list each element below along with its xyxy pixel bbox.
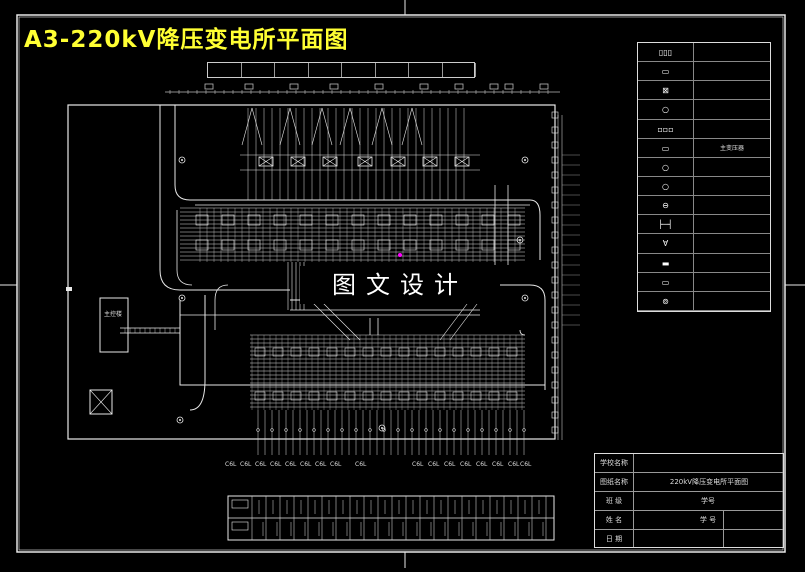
legend-symbol-icon: ⊠: [638, 81, 694, 100]
legend-label: 主变压器: [719, 144, 744, 152]
legend-row: ▯▯▯: [638, 43, 770, 63]
feeder-label: C6L: [508, 461, 520, 468]
legend-label: [696, 62, 768, 80]
name-label: 姓 名: [605, 516, 623, 524]
bay-label: [309, 63, 342, 77]
legend-symbol-icon: ⊖: [638, 196, 694, 215]
control-building-label: 主控楼: [104, 311, 123, 318]
id-label: 学号: [701, 497, 715, 505]
feeder-label: C6L: [412, 461, 424, 468]
legend-symbol-icon: ▬: [638, 253, 694, 272]
feeder-label: C6L: [476, 461, 488, 468]
legend-label: [696, 100, 768, 118]
feeder-label: C6L: [330, 461, 342, 468]
feeder-label: C6L: [300, 461, 312, 468]
legend-symbol-icon: ○: [638, 177, 694, 196]
feeder-label: C6L: [255, 461, 267, 468]
bay-label: [443, 63, 476, 77]
legend-symbol-icon: ▫▫▫: [638, 119, 694, 138]
legend-label: [696, 196, 768, 214]
legend-row: ▭ 主变压器: [638, 138, 770, 158]
school-label: 学校名称: [600, 459, 628, 467]
legend-label: [696, 158, 768, 176]
legend-symbol-icon: ○: [638, 157, 694, 176]
feeder-label: C6L: [240, 461, 252, 468]
legend-row: ▫▫▫: [638, 119, 770, 139]
legend-label: [696, 234, 768, 252]
legend-label: [696, 292, 768, 310]
drawing-name: 220kV降压变电所平面图: [669, 478, 749, 486]
drawing-title: A3-220kV降压变电所平面图: [24, 27, 349, 53]
legend-row: ▬: [638, 253, 770, 273]
feeder-label: C6L: [285, 461, 297, 468]
legend-symbol-icon: ○: [638, 100, 694, 119]
legend-label: [696, 120, 768, 138]
legend-label: [696, 273, 768, 291]
title-block: 学校名称 图纸名称 220kV降压变电所平面图 班 级 学号 姓 名 学 号 日…: [594, 453, 784, 548]
legend-symbol-icon: ⊚: [638, 291, 694, 310]
drawing-label: 图纸名称: [600, 478, 628, 486]
watermark: 图文设计: [300, 266, 500, 304]
bay-label: [342, 63, 376, 77]
number-label: 学 号: [699, 516, 717, 524]
bay-label: [409, 63, 443, 77]
legend-row: ⊖: [638, 196, 770, 216]
legend-row: ⊚: [638, 291, 770, 311]
legend-label: [696, 177, 768, 195]
feeder-label: C6L: [270, 461, 282, 468]
feeder-label: C6L: [444, 461, 456, 468]
bay-label: [376, 63, 409, 77]
legend-symbol-icon: ▯▯▯: [638, 43, 694, 62]
legend-label: [696, 81, 768, 99]
date-label: 日 期: [605, 535, 623, 543]
bay-label: [242, 63, 275, 77]
legend-row: ⊠: [638, 81, 770, 101]
legend-row: ▭: [638, 272, 770, 292]
class-label: 班 级: [605, 497, 623, 505]
bay-label: [208, 63, 242, 77]
legend-symbol-icon: ▭: [638, 138, 694, 157]
legend-row: ○: [638, 177, 770, 197]
legend-row: ∀: [638, 234, 770, 254]
feeder-label: C6L: [315, 461, 327, 468]
legend-row: ○: [638, 100, 770, 120]
legend-symbol-icon: ▭: [638, 62, 694, 81]
legend-table: ▯▯▯▭⊠○▫▫▫▭主变压器○○⊖├─┤∀▬▭⊚: [637, 42, 771, 312]
legend-row: ├─┤: [638, 215, 770, 235]
legend-symbol-icon: ▭: [638, 272, 694, 291]
feeder-label: C6L: [355, 461, 367, 468]
legend-symbol-icon: ├─┤: [638, 215, 694, 234]
bay-label-strip: [207, 62, 476, 78]
feeder-label: C6L: [225, 461, 237, 468]
feeder-label: C6L: [460, 461, 472, 468]
legend-row: ○: [638, 157, 770, 177]
legend-symbol-icon: ∀: [638, 234, 694, 253]
bay-label: [275, 63, 309, 77]
feeder-label: C6L: [492, 461, 504, 468]
legend-label: [696, 43, 768, 61]
legend-label: [696, 254, 768, 272]
legend-row: ▭: [638, 62, 770, 82]
feeder-label: C6L: [520, 461, 532, 468]
legend-label: [696, 215, 768, 233]
feeder-label: C6L: [428, 461, 440, 468]
